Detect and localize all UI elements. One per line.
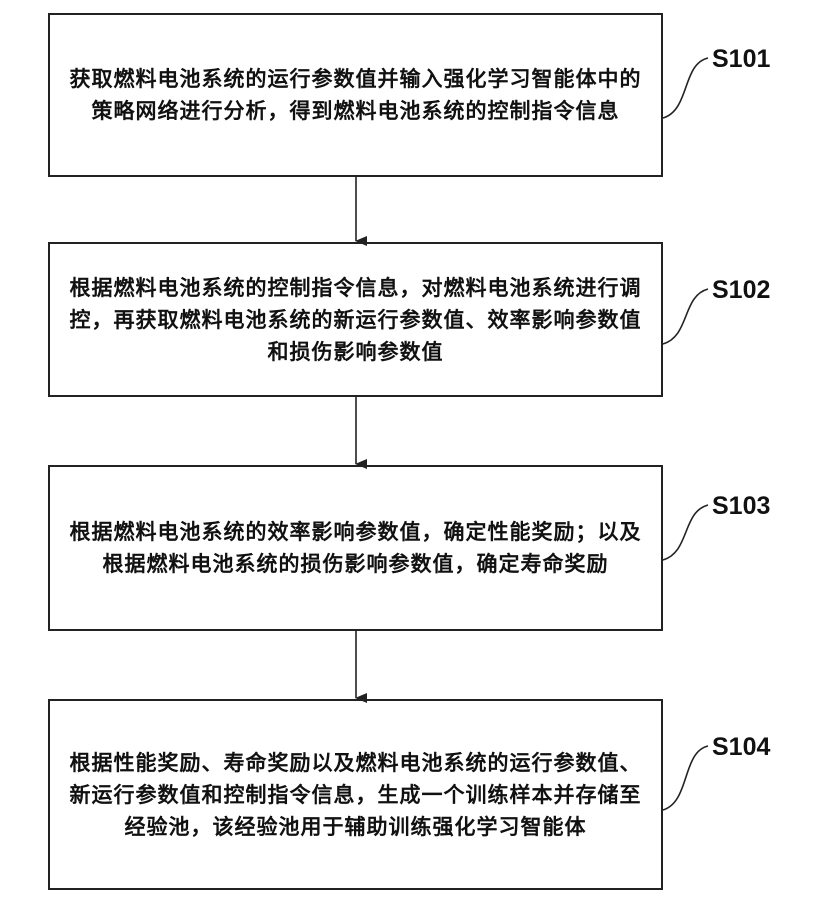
leader-s103: [663, 505, 708, 560]
leader-s101: [663, 58, 708, 118]
leader-s102: [663, 289, 708, 344]
leader-s104: [663, 746, 708, 810]
